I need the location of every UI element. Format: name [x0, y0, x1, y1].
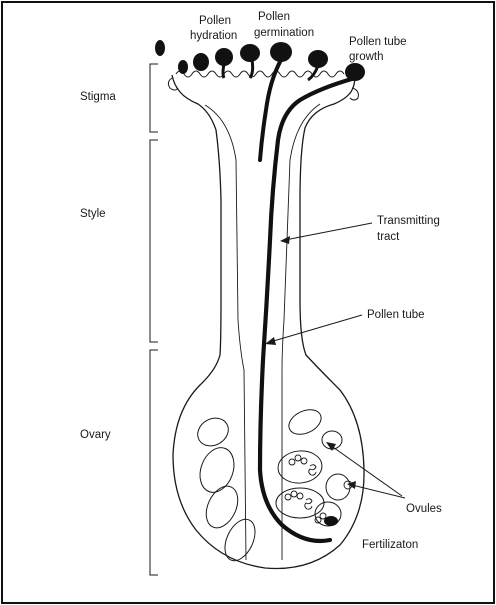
embryo-sac-cell [320, 513, 326, 519]
label-pollen-germination-line2: germination [254, 27, 314, 39]
pollen-tube-short [250, 60, 253, 78]
pollen-grain [178, 60, 188, 74]
ovule [276, 488, 324, 518]
label-pollen-hydration-line2: hydration [190, 30, 237, 42]
pollen-grain [308, 50, 328, 68]
ovule [194, 443, 240, 497]
arrowhead [265, 337, 276, 345]
pollen-tube-short [308, 66, 318, 80]
pollen-grain [215, 48, 233, 66]
label-pollen-tube: Pollen tube [367, 309, 425, 321]
polar-nuclei [305, 499, 312, 509]
embryo-sac-cell [285, 494, 291, 500]
label-pollen-germination-line1: Pollen [258, 11, 290, 23]
polar-nuclei [309, 465, 316, 475]
arrowhead [347, 481, 356, 489]
fertilization-point [324, 516, 338, 526]
arrowhead [280, 236, 290, 244]
arrowhead [326, 442, 336, 451]
ovary-bracket [150, 350, 158, 575]
embryo-sac-cell [295, 455, 301, 461]
label-pollen-hydration-line1: Pollen [199, 15, 231, 27]
ovule [326, 474, 350, 500]
style-bracket [150, 140, 158, 342]
stigma-outline [172, 74, 364, 569]
stigma-surface [176, 71, 344, 77]
embryo-sac-cell [301, 458, 307, 464]
label-fertilization: Fertilizaton [362, 539, 418, 551]
pollen-grain [155, 40, 165, 56]
embryo-sac-cell [291, 491, 297, 497]
pollen-tube-long [260, 78, 355, 541]
label-transmitting-tract-line1: Transmitting [377, 215, 440, 227]
transmitting-tract-arrow [285, 223, 372, 240]
label-pollen-tube-growth-line1: Pollen tube [349, 36, 407, 48]
label-stigma: Stigma [80, 91, 116, 103]
label-style: Style [80, 208, 106, 220]
pollen-tube-short [223, 64, 224, 78]
label-transmitting-tract-line2: tract [377, 231, 400, 243]
ovule [219, 515, 261, 566]
embryo-sac-cell [297, 493, 303, 499]
ovule [193, 413, 234, 452]
label-ovary: Ovary [80, 429, 111, 441]
stigma-lobe-right [350, 88, 358, 100]
ovule [285, 405, 325, 439]
pollen-grain [193, 53, 209, 71]
embryo-sac-cell [289, 459, 295, 465]
pollen-grain [240, 44, 260, 62]
label-pollen-tube-growth-line2: growth [349, 51, 384, 63]
ovules-arrow-2 [352, 485, 405, 498]
stigma-bracket [150, 64, 158, 132]
label-ovules: Ovules [406, 503, 442, 515]
